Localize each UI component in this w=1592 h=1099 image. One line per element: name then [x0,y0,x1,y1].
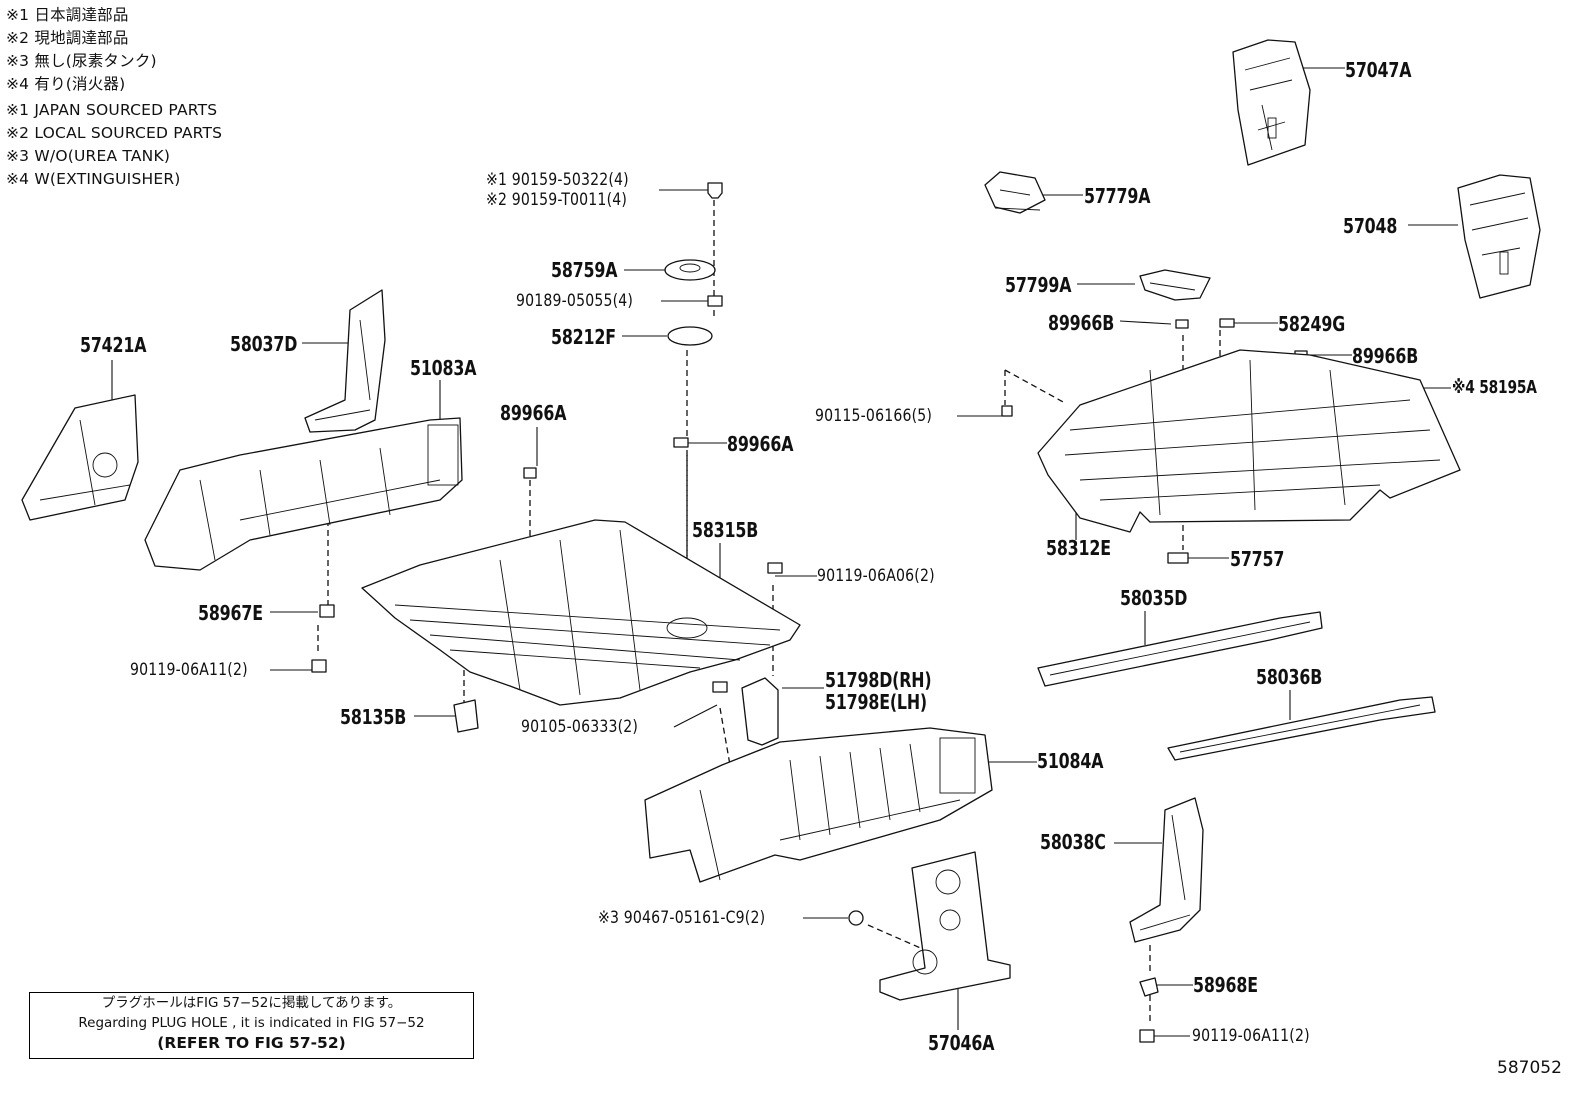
note-1-jp: ※1 日本調達部品 [6,6,129,24]
note-2-en: ※2 LOCAL SOURCED PARTS [6,124,223,142]
note-4-en: ※4 W(EXTINGUISHER) [6,170,181,188]
note-3-en: ※3 W/O(UREA TANK) [6,147,171,165]
callout-57047A: 57047A [1345,58,1412,82]
callout-58036B: 58036B [1256,665,1323,689]
plug-hole-line-jp: プラグホールはFIG 57−52に掲載してあります。 [101,995,402,1011]
part-58037D [304,289,386,433]
part-58312E [1037,349,1461,533]
callout-57421A: 57421A [80,333,147,357]
callout-58195A: ※4 58195A [1452,377,1537,398]
callout-90189-05055: 90189-05055(4) [516,291,634,311]
callout-51798D: 51798D(RH) [825,668,932,692]
part-57046A [879,851,1011,1001]
part-58036B [1167,696,1436,761]
plug-hole-refer: (REFER TO FIG 57-52) [157,1034,346,1052]
note-2-jp: ※2 現地調達部品 [6,29,129,47]
part-58135B [453,699,479,733]
callout-90119-06A11-right: 90119-06A11(2) [1192,1026,1310,1046]
callout-89966A-right: 89966A [727,432,794,456]
callout-58967E: 58967E [198,601,263,625]
part-58035D [1037,611,1323,687]
plug-hole-note: プラグホールはFIG 57−52に掲載してあります。 Regarding PLU… [29,992,474,1059]
part-57421A [21,394,139,521]
note-1-en: ※1 JAPAN SOURCED PARTS [6,101,218,119]
callout-57779A: 57779A [1084,184,1151,208]
part-58212F [667,326,713,346]
note-3-jp: ※3 無し(尿素タンク) [6,52,157,70]
callout-58759A: 58759A [551,258,618,282]
part-58315B [361,519,801,706]
callout-51084A: 51084A [1037,749,1104,773]
callout-58037D: 58037D [230,332,298,356]
part-57048 [1457,174,1541,299]
callout-90105-06333: 90105-06333(2) [521,717,639,737]
callout-58212F: 58212F [551,325,616,349]
callout-90467-05161: ※3 90467-05161-C9(2) [598,908,766,928]
callout-89966A-left: 89966A [500,401,567,425]
fastener-bolts [311,182,1155,1043]
part-58038C [1129,797,1204,943]
figure-id: 587052 [1497,1058,1562,1078]
callout-58035D: 58035D [1120,586,1188,610]
part-57779A [984,171,1046,214]
part-51798 [741,677,779,746]
part-58759A [664,259,716,281]
part-51083A [144,417,463,571]
callout-90115-06166: 90115-06166(5) [815,406,933,426]
callout-58312E: 58312E [1046,536,1111,560]
callout-90119-06A11-left: 90119-06A11(2) [130,660,248,680]
callout-58135B: 58135B [340,705,407,729]
callout-51083A: 51083A [410,356,477,380]
callout-89966B-right: 89966B [1352,344,1419,368]
callout-90159-50322: ※1 90159-50322(4) [486,170,629,190]
callout-57046A: 57046A [928,1031,995,1055]
part-51084A [644,727,993,883]
callout-90159-T0011: ※2 90159-T0011(4) [486,190,628,210]
callout-57048: 57048 [1343,214,1398,238]
callout-51798E: 51798E(LH) [825,690,927,714]
callout-58038C: 58038C [1040,830,1106,854]
callout-57757: 57757 [1230,547,1285,571]
part-57047A [1232,39,1311,166]
callout-58249G: 58249G [1278,312,1346,336]
callout-58315B: 58315B [692,518,759,542]
plug-hole-line-en: Regarding PLUG HOLE , it is indicated in… [78,1015,425,1031]
note-4-jp: ※4 有り(消火器) [6,75,126,93]
callout-89966B-top: 89966B [1048,311,1115,335]
part-57799A [1139,269,1211,301]
callout-58968E: 58968E [1193,973,1258,997]
callout-90119-06A06: 90119-06A06(2) [817,566,935,586]
callout-57799A: 57799A [1005,273,1072,297]
